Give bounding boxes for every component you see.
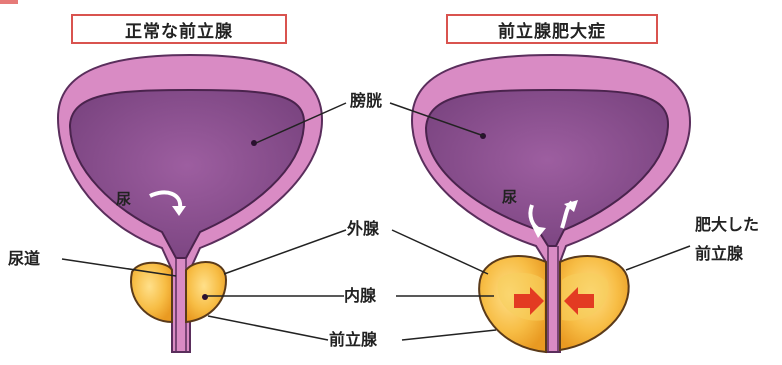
urethra-label: 尿道 — [8, 250, 40, 268]
bph-bladder-lumen — [426, 90, 668, 246]
enlarged-prostate-pointer — [626, 246, 690, 270]
normal-bladder-lumen — [70, 90, 304, 258]
outer-gland-pointer-left — [224, 230, 346, 274]
prostate-pointer-right — [402, 330, 496, 340]
bladder-label: 膀胱 — [350, 92, 382, 110]
inner-gland-label: 内腺 — [344, 287, 376, 305]
enlarged-prostate-label-line1: 肥大した — [695, 216, 759, 234]
urine-label-normal: 尿 — [116, 190, 131, 208]
inner-pointer-dot-left — [202, 294, 208, 300]
outer-gland-pointer-right — [392, 230, 488, 274]
bph-bladder — [412, 55, 690, 352]
outer-gland-label: 外腺 — [347, 220, 379, 238]
urine-label-bph: 尿 — [502, 188, 517, 206]
prostate-pointer-left — [208, 316, 328, 340]
prostate-label: 前立腺 — [329, 331, 377, 349]
enlarged-prostate-label-line2: 前立腺 — [695, 245, 743, 263]
